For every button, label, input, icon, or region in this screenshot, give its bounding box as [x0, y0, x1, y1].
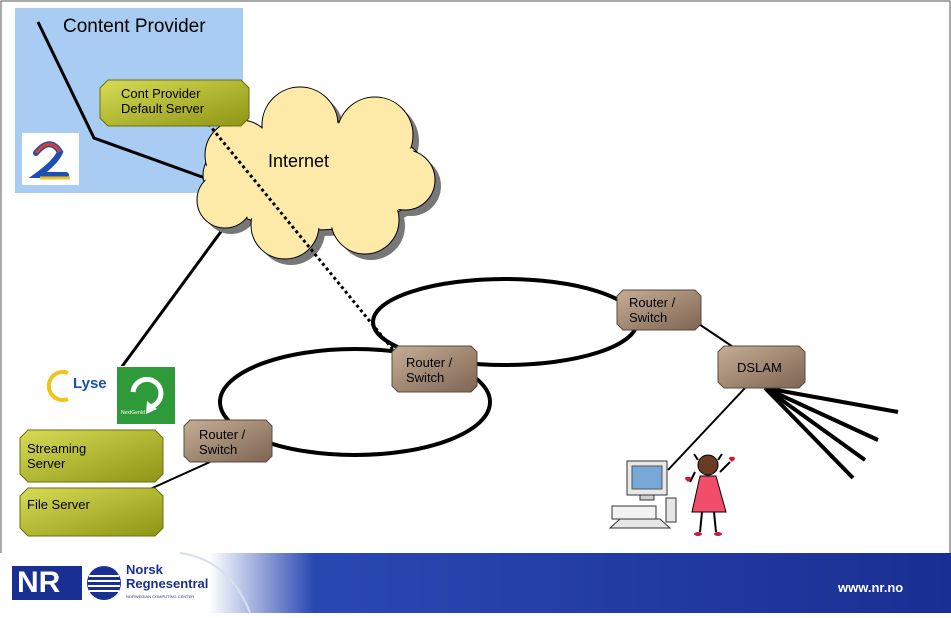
router-center-node	[391, 345, 478, 393]
default-server-node	[99, 79, 250, 127]
default-server-line2: Default Server	[121, 101, 205, 116]
dslam-pc-link	[667, 387, 746, 471]
streaming-server-line2: Server	[27, 456, 66, 471]
dslam-node	[717, 345, 806, 389]
router-top-line2: Switch	[629, 310, 668, 325]
lyse-logo-text: Lyse	[73, 375, 107, 392]
router-center-line1: Router /	[406, 355, 453, 370]
file-server-link	[147, 461, 211, 491]
streaming-server-line1: Streaming	[27, 441, 87, 456]
nextgenid-logo-text: NextGenId	[121, 410, 145, 416]
cloud-fill	[205, 122, 425, 228]
nr-logo-mark: NR	[17, 566, 61, 599]
nextgenid-logo	[117, 367, 175, 424]
ring-lower	[218, 347, 492, 457]
router-top-node	[616, 289, 702, 331]
router-center-label: Router / Switch	[406, 355, 452, 385]
girl-icon	[684, 453, 736, 536]
router-bottom-left-node	[183, 419, 273, 463]
router-center-line2: Switch	[406, 370, 445, 385]
router-top-label: Router / Switch	[629, 295, 675, 325]
computer-icon	[608, 460, 677, 529]
lyse-logo	[46, 366, 128, 404]
content-provider-title: Content Provider	[63, 16, 206, 37]
file-server-label: File Server	[27, 497, 90, 512]
dslam-fan-lines	[763, 386, 899, 480]
streaming-server-node	[19, 429, 164, 483]
dslam-label: DSLAM	[737, 360, 782, 375]
footer-url-link[interactable]: www.nr.no	[838, 580, 904, 595]
nr-logo	[12, 566, 121, 600]
streaming-server-label: Streaming Server	[27, 441, 86, 471]
internet-label: Internet	[268, 151, 330, 171]
file-server-node	[19, 487, 164, 537]
default-server-line1: Cont Provider	[121, 86, 201, 101]
footer-swoosh	[179, 552, 251, 614]
dotted-default-path	[195, 109, 397, 353]
nr-name-line2: Regnesentral	[126, 576, 209, 591]
nr-logo-name: Norsk Regnesentral	[126, 563, 208, 591]
router-top-line1: Router /	[629, 295, 676, 310]
internet-link-lower	[116, 221, 230, 373]
nr-subtitle: NORWEGIAN COMPUTING CENTER	[126, 594, 195, 599]
nrk2-logo	[22, 133, 79, 185]
router-bottom-left-line2: Switch	[199, 442, 238, 457]
router-bottom-left-line1: Router /	[199, 427, 246, 442]
nr-name-line1: Norsk	[126, 562, 163, 577]
router-bottom-left-label: Router / Switch	[199, 427, 245, 457]
default-server-label: Cont Provider Default Server	[121, 86, 204, 116]
footer-bar	[0, 553, 951, 613]
provider-link	[36, 21, 206, 180]
